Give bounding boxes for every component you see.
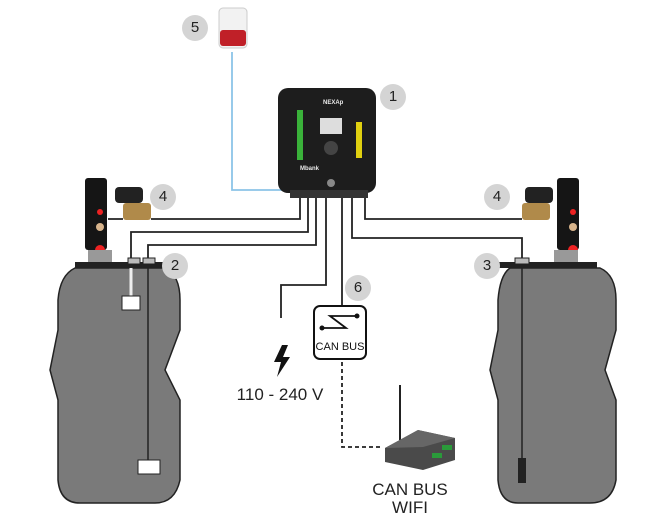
badge-can-bus: 6 (345, 275, 371, 301)
badge-left-valve: 4 (150, 184, 176, 210)
can-bus-box: CAN BUS (313, 305, 367, 360)
badge-level-probe: 3 (474, 253, 500, 279)
badge-right-valve: 4 (484, 184, 510, 210)
power-label: 110 - 240 V (236, 385, 324, 404)
left-pump (85, 178, 107, 250)
badge-alarm: 5 (182, 15, 208, 41)
controller-brand: NEXAp (323, 100, 344, 106)
gateway-label-line2: WIFI (392, 498, 428, 517)
right-valve (522, 203, 550, 220)
badge-controller: 1 (380, 84, 406, 110)
gateway-label-line1: CAN BUS (372, 480, 448, 499)
controller-model: Mbank (300, 166, 320, 172)
power-icon (274, 345, 290, 377)
badge-float-switches: 2 (162, 253, 188, 279)
float-switch-upper (121, 295, 141, 311)
right-pump (557, 178, 579, 250)
can-bus-box-label: CAN BUS (315, 341, 365, 353)
level-probe (518, 458, 526, 483)
right-tank (489, 267, 617, 504)
float-switch-lower (137, 459, 161, 475)
left-valve (123, 203, 151, 220)
